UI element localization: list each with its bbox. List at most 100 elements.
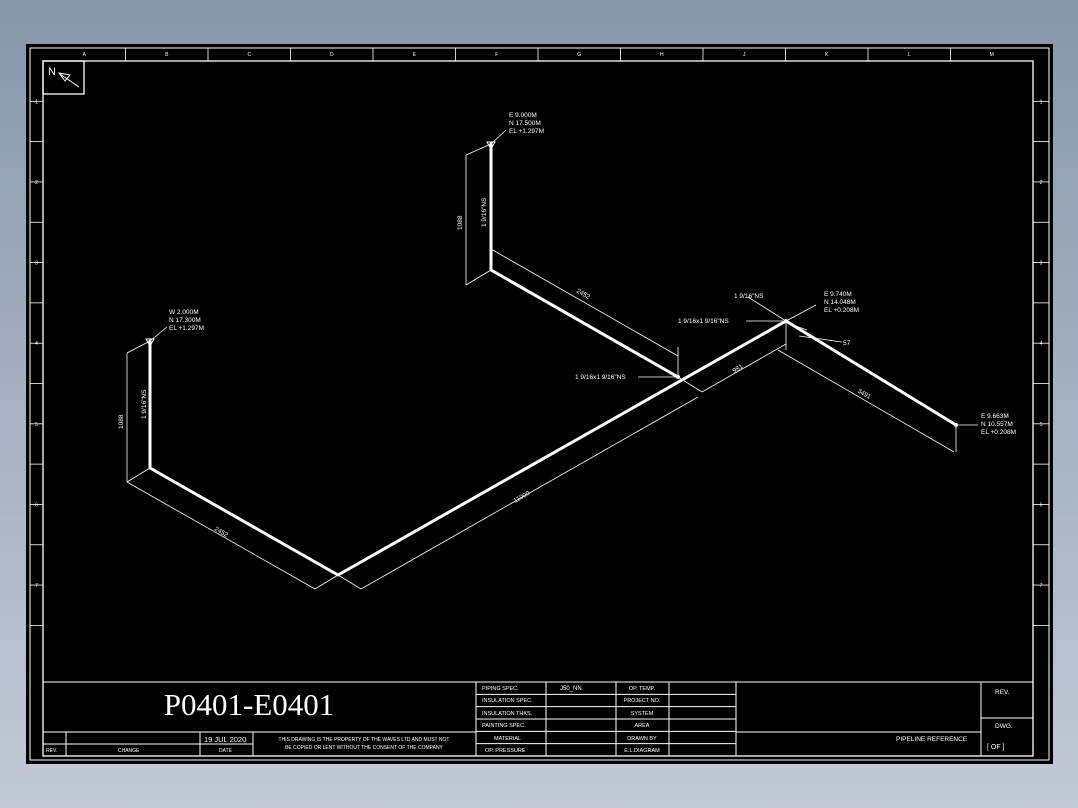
- row-label: 1: [35, 99, 38, 105]
- row-label: 7: [1040, 583, 1043, 589]
- dim-ext: [126, 340, 151, 354]
- info-label: DRAWN BY: [627, 736, 657, 742]
- property-note-line-2: BE COPIED OR LENT WITHOUT THE CONSENT OF…: [285, 745, 443, 751]
- dim-left-vertical: 1088: [118, 414, 125, 429]
- row-label: 2: [1040, 180, 1043, 186]
- coord-top-north: N 17.500M: [509, 120, 541, 127]
- north-arrow: N: [42, 60, 85, 95]
- spec-label: PAINTING SPEC.: [482, 723, 526, 729]
- coord-end-elev: EL +0.208M: [981, 429, 1016, 436]
- column-label: K: [825, 52, 829, 58]
- row-label: 3: [1040, 261, 1043, 267]
- main-pipe-run: [148, 319, 958, 577]
- info-label: OP. TEMP.: [629, 686, 656, 692]
- end-point-icon: [954, 423, 958, 427]
- dim-ext: [789, 323, 808, 331]
- pipe-route: [148, 142, 958, 577]
- coordinate-notes: E 9.000M N 17.500M EL +1.297M W 2.000M N…: [169, 112, 1016, 436]
- row-label: 1: [1040, 99, 1043, 105]
- coord-left-west: W 2.000M: [169, 309, 199, 316]
- dim-line: [126, 481, 316, 590]
- column-label: G: [577, 52, 581, 58]
- row-label: 5: [35, 422, 38, 428]
- pipe-size-left: 1 9/16"NS: [141, 389, 148, 419]
- dim-line: [701, 343, 787, 393]
- dim-line: [360, 396, 699, 590]
- column-label: D: [330, 52, 334, 58]
- dim-ext: [465, 143, 492, 156]
- dim-ext: [677, 376, 703, 393]
- dim-ext: [314, 574, 339, 590]
- end-fittings: [145, 141, 958, 427]
- column-label: J: [743, 52, 746, 58]
- north-arrow-label: N: [48, 66, 56, 78]
- row-label: 3: [35, 261, 38, 267]
- column-label: M: [990, 52, 994, 58]
- end-fitting-icon: [145, 338, 155, 348]
- north-arrow-icon: [57, 72, 71, 82]
- property-note-line-1: THIS DRAWING IS THE PROPERTY OF THE WAVE…: [279, 737, 450, 743]
- dim-end-run: 3491: [856, 388, 872, 401]
- north-arrow-box: [42, 60, 85, 95]
- info-labels: OP. TEMP. PROJECT NO. SYSTEM AREA DRAWN …: [624, 686, 661, 754]
- rev-box-label: REV.: [995, 689, 1010, 696]
- title-block-text: P0401-E0401 19 JUL 2020 REV. CHANGE DATE…: [46, 686, 1013, 754]
- coord-left-elev: EL +1.297M: [169, 325, 204, 332]
- row-label: 6: [1040, 502, 1043, 508]
- row-label: 6: [35, 502, 38, 508]
- north-arrow-shaft: [59, 73, 80, 88]
- coord-end-north: N 10.557M: [981, 421, 1013, 428]
- row-label: 7: [35, 583, 38, 589]
- spec-label: PIPING SPEC.: [482, 686, 519, 692]
- leader-line: [747, 296, 787, 322]
- row-label: 2: [35, 180, 38, 186]
- coord-left-north: N 17.300M: [169, 317, 201, 324]
- column-label: A: [83, 52, 87, 58]
- info-label: SYSTEM: [631, 711, 654, 717]
- spec-labels: PIPING SPEC. INSULATION SPEC. INSULATION…: [482, 686, 533, 754]
- coord-junction-north: N 14.048M: [824, 299, 856, 306]
- tee-point-icon: [676, 375, 680, 379]
- column-label: C: [247, 52, 251, 58]
- column-label: F: [495, 52, 498, 58]
- dimension-lines: [126, 129, 978, 590]
- column-label: L: [908, 52, 911, 58]
- info-label: PROJECT NO.: [624, 698, 661, 704]
- dim-long-run: 11000: [513, 490, 532, 505]
- dim-top-vertical: 1088: [457, 215, 464, 230]
- dim-ext: [465, 269, 492, 286]
- row-label: 5: [1040, 422, 1043, 428]
- dim-top-diag: 2452: [575, 288, 591, 301]
- dimension-texts: 1088 2452 1088 2452 11000 981 3491 57: [118, 215, 872, 539]
- dim-short-run: 981: [732, 363, 745, 375]
- pipe-size-top: 1 9/16"NS: [481, 197, 488, 227]
- coord-top-elev: EL +1.297M: [509, 128, 544, 135]
- dim-left-diag: 2452: [213, 526, 229, 539]
- leader-line: [785, 304, 817, 322]
- dim-small: 57: [843, 340, 851, 347]
- sheet-inner-border: [42, 60, 1034, 757]
- coord-end-east: E 9.663M: [981, 413, 1009, 420]
- end-fitting-icon: [486, 141, 496, 151]
- dim-ext: [126, 467, 151, 483]
- dim-line: [490, 248, 679, 357]
- title-block-frame: [42, 681, 1034, 757]
- dim-line: [798, 335, 843, 343]
- revision-date: 19 JUL 2020: [204, 735, 246, 744]
- date-column-header: DATE: [219, 748, 233, 754]
- change-column-header: CHANGE: [118, 748, 140, 754]
- dim-line: [777, 349, 955, 453]
- dim-ext: [337, 574, 362, 590]
- top-branch-pipe: [489, 142, 680, 379]
- pipe-size-tee-mid: 1 9/16x1 9/16"NS: [678, 318, 729, 325]
- column-label: E: [413, 52, 417, 58]
- title-block-lines: [42, 681, 1034, 757]
- piping-spec-value: J50_NN: [560, 686, 582, 692]
- info-label: AREA: [635, 723, 650, 729]
- rev-column-header: REV.: [46, 748, 57, 754]
- spec-label: MATERIAL: [494, 736, 521, 742]
- spec-label: OP. PRESSURE: [485, 748, 526, 754]
- spec-label: INSULATION SPEC.: [482, 698, 533, 704]
